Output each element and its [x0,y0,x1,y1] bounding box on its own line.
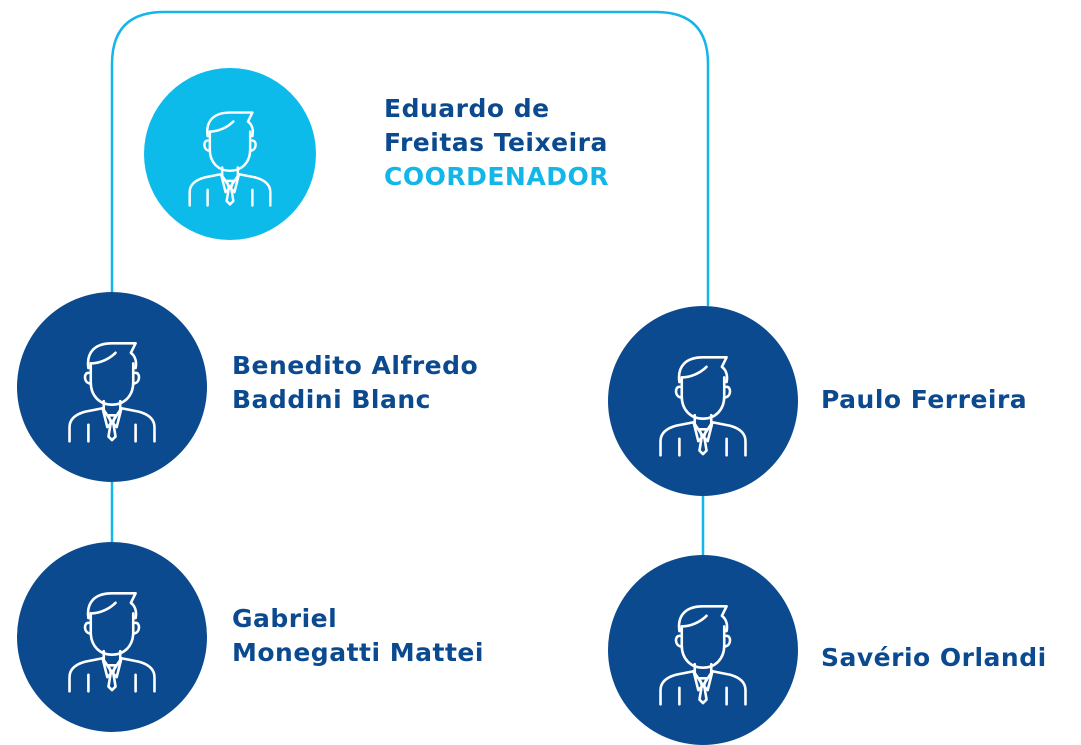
person-in-suit-icon [188,111,272,207]
person-in-suit-icon [68,592,156,693]
member-label-benedito: Benedito Alfredo Baddini Blanc [232,349,478,417]
coordinator-name-line-1: Eduardo de [384,94,550,123]
member-name-line-1: Gabriel [232,604,338,633]
member-name-line-1: Benedito Alfredo [232,351,479,380]
coordinator-avatar [144,68,316,240]
member-name-line-1: Savério Orlandi [821,643,1047,672]
member-name-line-1: Paulo Ferreira [821,385,1028,414]
member-avatar-gabriel [17,542,207,732]
member-name-line-2: Monegatti Mattei [232,638,484,667]
coordinator-role: COORDENADOR [384,162,609,191]
person-in-suit-icon [659,605,747,706]
connector-coordinator-to-left-branch [110,10,710,306]
member-label-paulo: Paulo Ferreira [821,383,1027,417]
person-in-suit-icon [659,356,747,457]
member-name-line-2: Baddini Blanc [232,385,431,414]
member-label-saverio: Savério Orlandi [821,641,1047,675]
person-in-suit-icon [68,342,156,443]
member-avatar-benedito [17,292,207,482]
member-label-gabriel: Gabriel Monegatti Mattei [232,602,484,670]
coordinator-label: Eduardo de Freitas Teixeira COORDENADOR [384,92,609,194]
member-avatar-saverio [608,555,798,745]
member-avatar-paulo [608,306,798,496]
coordinator-name-line-2: Freitas Teixeira [384,128,608,157]
